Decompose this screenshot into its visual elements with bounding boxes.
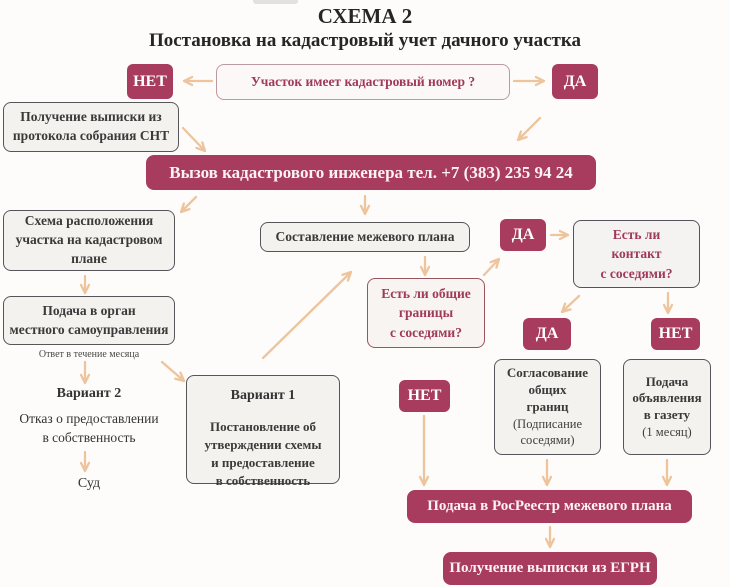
node-border-agreement: Согласование общих границ (Подписание со… [494,359,601,455]
arrow [544,525,556,549]
node-get-egrn-extract: Получение выписки из ЕГРН [443,552,657,585]
arrow [79,274,91,295]
arrow [79,450,91,473]
node-scheme-location: Схема расположения участка на кадастрово… [3,210,175,271]
arrow [661,458,673,487]
arrow [261,270,353,360]
note-answer-in-month: Ответ в течение месяца [38,348,140,360]
node-question-neighbor-contact: Есть ли контакт с соседями? [573,220,700,288]
node-variant1-title: Вариант 1 [230,388,296,403]
node-border-agreement-title: Согласование общих границ [506,365,589,415]
node-question-has-cadastral-number: Участок имеет кадастровый номер ? [216,64,510,100]
arrow [512,75,546,87]
page-subtitle: Постановка на кадастровый учет дачного у… [148,30,582,51]
node-variant1-body: Постановление об утверждении схемы и пре… [204,418,322,489]
node-no-borders: НЕТ [399,380,450,412]
page-title: СХЕМА 2 [317,3,413,28]
arrow [160,360,186,383]
arrow [182,75,214,87]
arrow [79,360,91,385]
node-no-top: НЕТ [127,64,173,99]
arrow [482,257,501,277]
arrow [419,255,431,277]
arrow [418,414,430,487]
node-call-engineer: Вызов кадастрового инженера тел. +7 (383… [146,155,596,190]
arrow [541,458,553,487]
node-variant1: Вариант 1 Постановление об утверждении с… [186,375,340,488]
node-submit-rosreestr: Подача в РосРеестр межевого плана [407,490,692,523]
arrow [179,195,198,214]
node-extract-snt: Получение выписки из протокола собрания … [3,102,179,152]
node-newspaper-ad: Подача объявления в газету (1 месяц) [623,359,711,455]
arrow [549,229,570,241]
arrow [560,294,581,314]
node-border-agreement-note: (Подписание соседями) [513,417,582,448]
node-newspaper-ad-note: (1 месяц) [642,425,692,440]
arrow [516,116,542,142]
node-variant2-title: Вариант 2 [56,386,122,401]
node-yes-contact: ДА [523,318,571,350]
node-newspaper-ad-title: Подача объявления в газету [632,373,702,423]
node-refusal: Отказ о предоставлении в собственность [19,411,159,445]
node-boundary-plan: Составление межевого плана [260,222,470,252]
node-no-contact: НЕТ [651,318,700,350]
arrow [662,291,674,315]
node-yes-top: ДА [552,64,598,99]
arrow [181,126,207,153]
node-yes-borders: ДА [500,219,546,251]
node-question-shared-borders: Есть ли общие границы с соседями? [367,278,485,348]
arrow [359,194,371,216]
node-court: Суд [77,476,101,491]
top-edge-artifact [253,0,298,4]
node-submit-local-gov: Подача в орган местного самоуправления [3,296,175,345]
